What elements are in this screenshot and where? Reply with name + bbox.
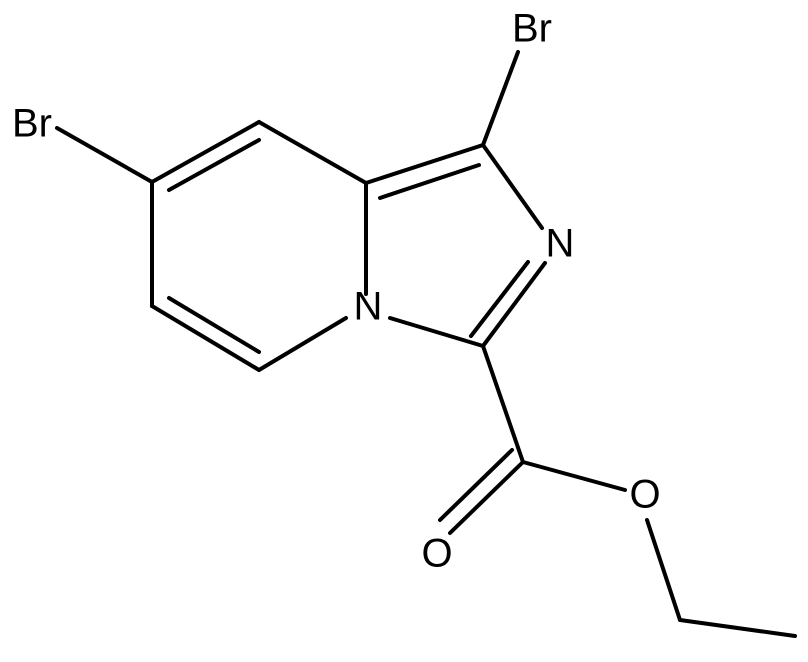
- atom-n-bridgehead: N: [354, 285, 383, 329]
- bond-c7-c8: [150, 120, 261, 184]
- bond-c8a-c1-inner: [378, 163, 481, 200]
- atom-br-top: Br: [512, 7, 552, 51]
- atom-labels: Br Br N N O O: [12, 7, 661, 576]
- bond-set: [55, 50, 797, 638]
- bond-ccarbonyl-oester: [521, 460, 627, 492]
- bond-ccarbonyl-o-double-b: [438, 448, 514, 522]
- atom-o-ester: O: [629, 473, 660, 517]
- bond-c7-br: [55, 126, 154, 184]
- bond-c5-c6-inner: [167, 296, 261, 354]
- bond-c3-n4: [388, 316, 485, 348]
- atom-o-carbonyl: O: [421, 532, 452, 576]
- bond-n2-c3-inner: [469, 260, 530, 338]
- bond-ch2-ch3: [678, 618, 797, 638]
- bond-c1-n2: [481, 143, 544, 230]
- bond-c5-c6: [150, 304, 261, 372]
- bond-c3-ccarbonyl: [481, 344, 525, 464]
- bond-n4-c5: [257, 316, 348, 372]
- bond-ccarbonyl-o-double-a: [448, 460, 525, 535]
- bond-c8a-c1: [364, 143, 485, 185]
- atom-br-left: Br: [12, 102, 52, 146]
- bond-c8-c8a: [257, 120, 368, 185]
- bond-c1-br: [481, 50, 520, 147]
- bond-c7-c8-inner: [167, 138, 261, 192]
- atom-n-imidazole: N: [546, 222, 575, 266]
- bond-oester-ch2: [645, 518, 682, 622]
- bond-n2-c3: [481, 261, 547, 348]
